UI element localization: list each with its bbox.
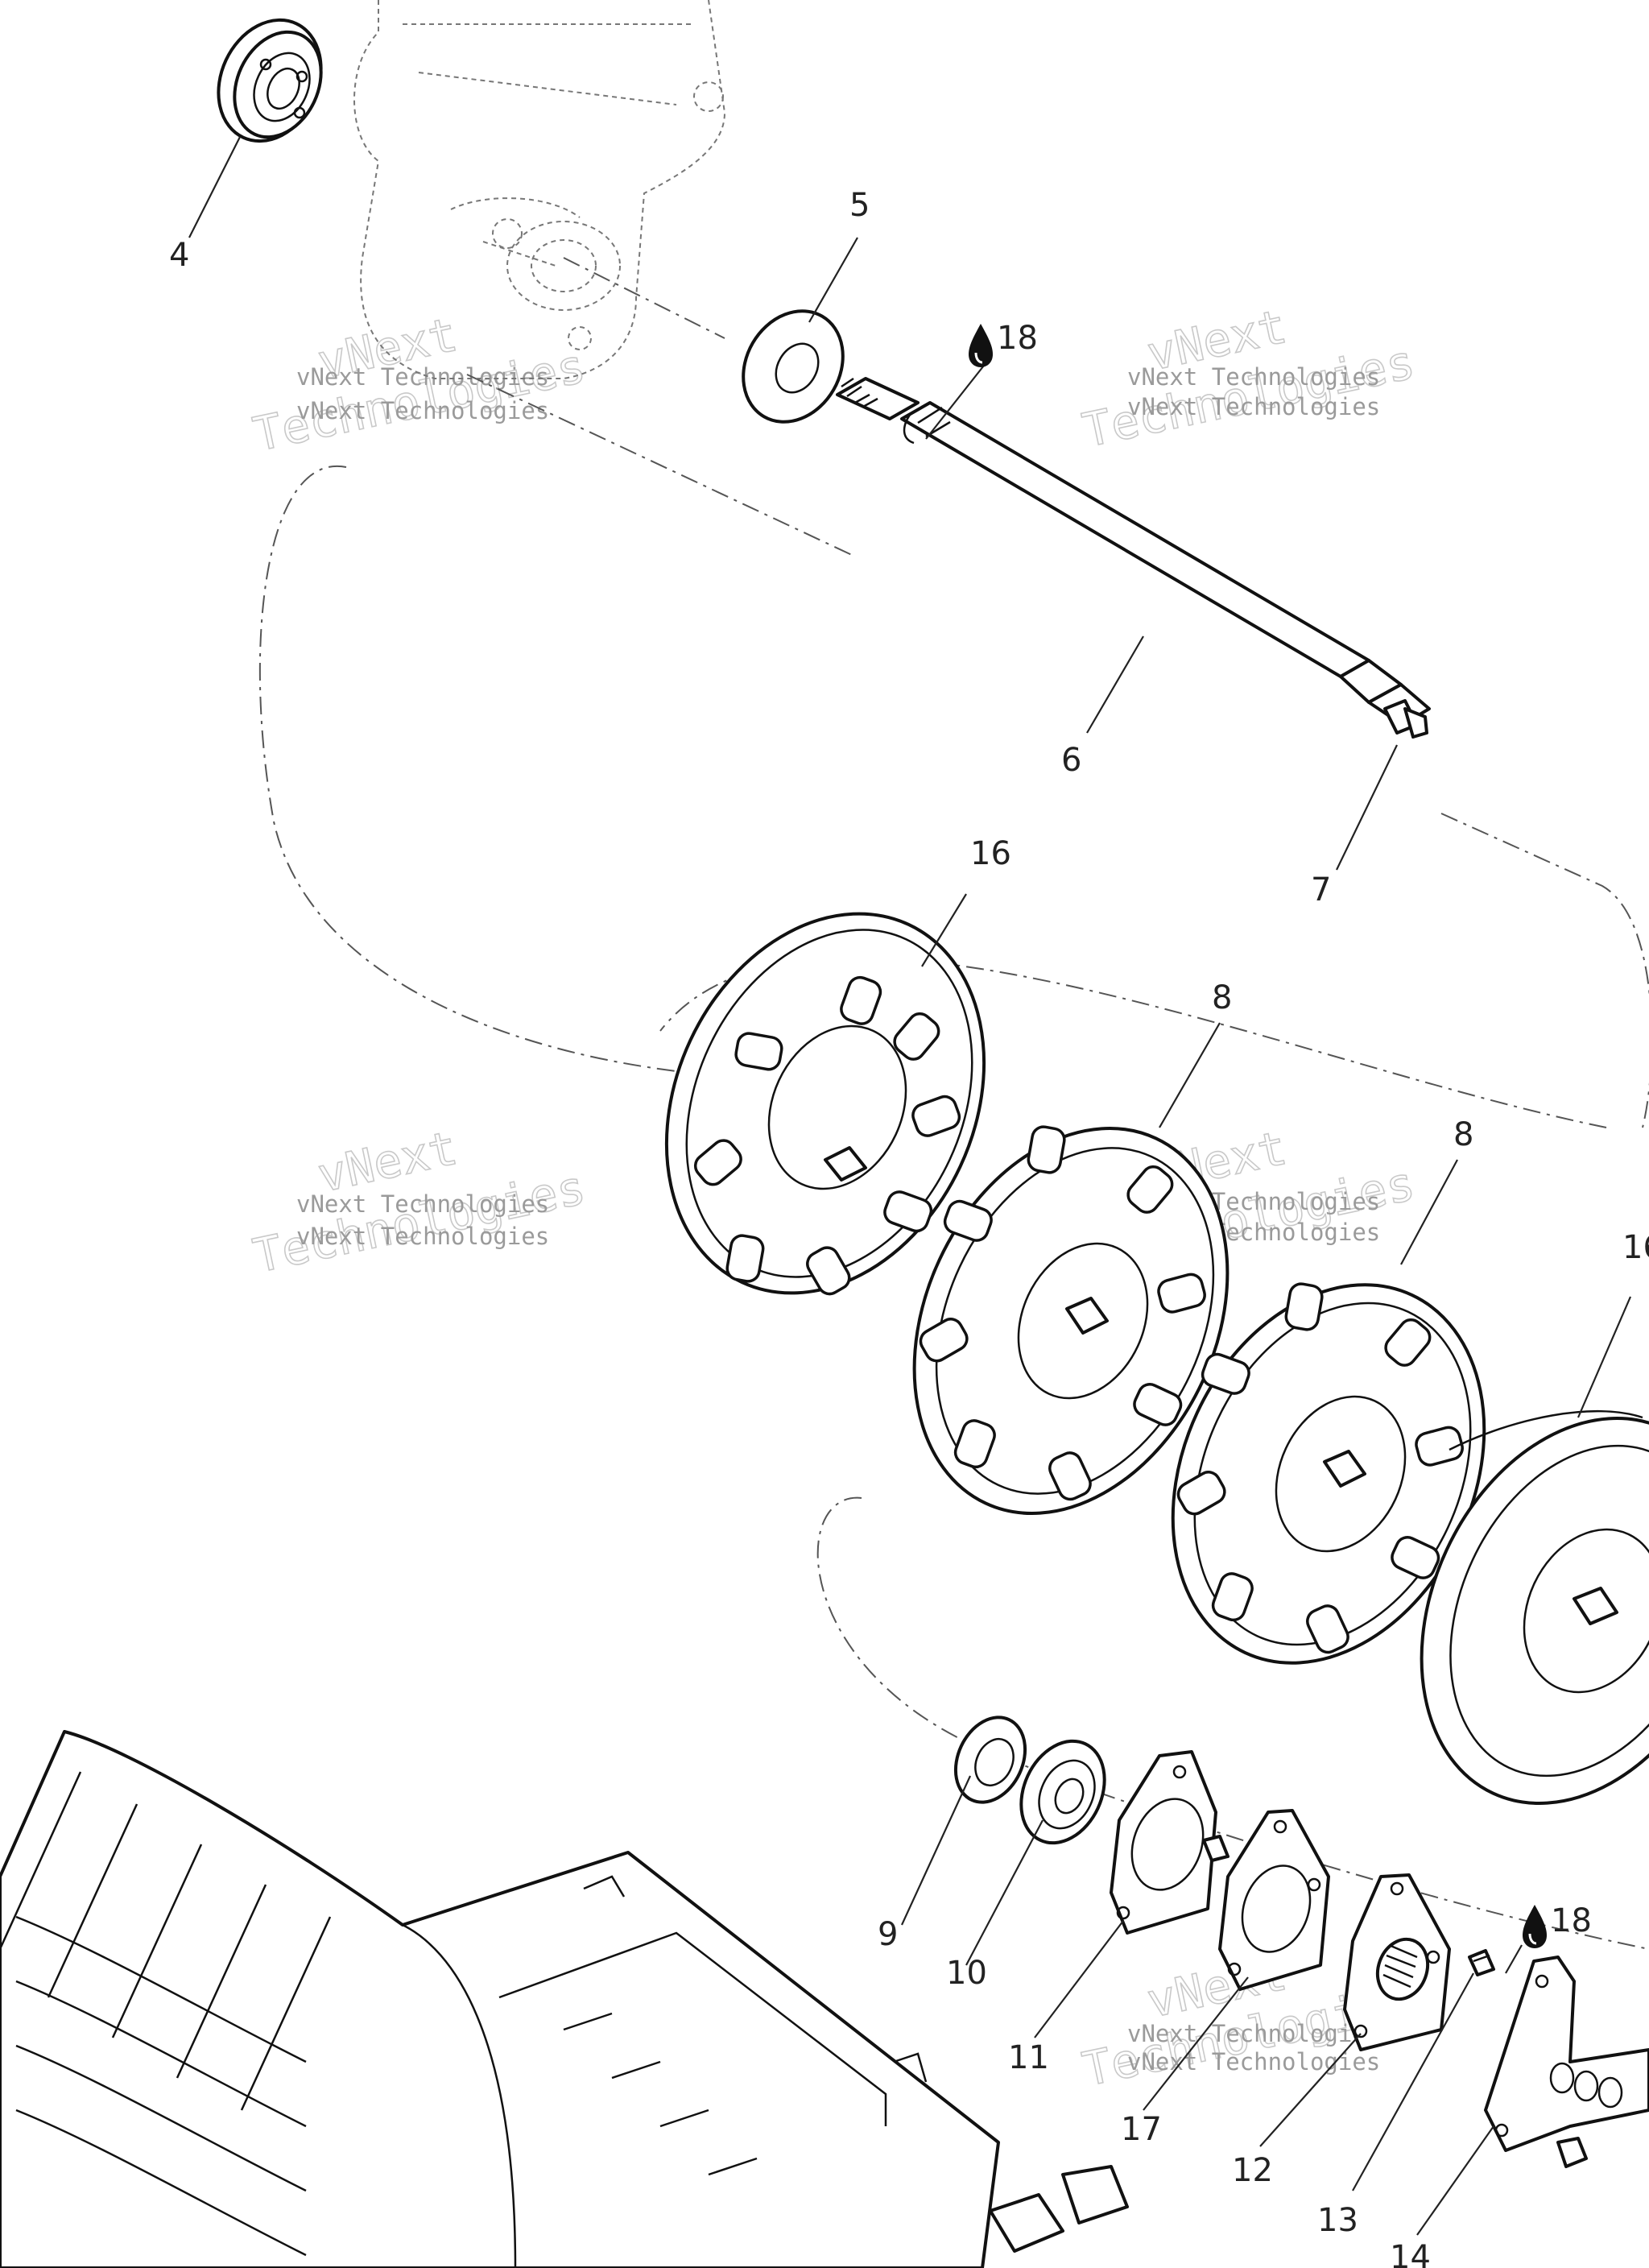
watermark-text: vNext Technologies [1127,393,1380,420]
sprocket-8-right [1171,1282,1486,1665]
watermark-top-right: vNext Technologies vNext Technologies vN… [1077,298,1420,458]
watermark-text: vNext Technologies [296,363,549,391]
leader-17 [1143,1976,1249,2111]
leader-14 [1416,2125,1494,2236]
leader-12 [1259,2033,1362,2147]
watermark-text: vNext Technologies [296,397,549,424]
callout-labels: 4 5 18 6 7 16 8 8 16 9 10 11 17 12 13 18… [169,187,1649,2268]
callout-16b: 16 [1622,1229,1649,1266]
leader-9 [901,1775,971,1926]
leader-18b [1505,1944,1523,1974]
callout-7: 7 [1311,871,1331,908]
watermark-text: vNext Technologies [296,1223,549,1250]
oil-drop-icon [969,324,993,367]
seal-part-9 [953,1715,1027,1804]
watermark-text: vNext Technologies [1127,363,1380,391]
track-assembly [0,1730,1129,2268]
leader-7 [1336,744,1398,871]
watermark-text: vNext Technologies [296,1190,549,1218]
leader-4 [188,136,241,238]
sprocket-8-middle [912,1125,1230,1516]
watermark-top-left: vNext Technologies vNext Technologies vN… [248,306,591,462]
drive-shaft-part-6 [836,377,1431,726]
cover-part-12 [1343,1873,1451,2051]
leader-13 [1352,1972,1474,2191]
sprocket-16-left [664,912,986,1296]
shaft-centerline [563,257,725,339]
leader-6 [1086,635,1144,734]
leader-lines [188,136,1632,2236]
callout-17: 17 [1121,2111,1162,2148]
callout-11: 11 [1008,2039,1049,2076]
callout-5: 5 [849,187,870,224]
plate-part-11 [1110,1750,1230,1935]
sprocket-16-right [1420,1409,1649,1806]
callout-9: 9 [878,1916,898,1953]
upper-centerline-loop [258,374,1649,1128]
callout-6: 6 [1061,742,1081,779]
clip-part-7 [1383,699,1428,739]
callout-4: 4 [169,237,189,274]
leader-10 [965,1819,1044,1966]
lower-centerline-loop [816,1496,1649,1950]
watermark-text: vNext Technologies [1127,2048,1380,2076]
callout-10: 10 [946,1955,987,1992]
callout-14: 14 [1390,2239,1431,2268]
leader-18a [925,362,987,440]
leader-16a [921,893,967,967]
leader-11 [1034,1920,1124,2038]
leader-5 [808,237,858,323]
bearing-part-4 [217,18,323,143]
callout-12: 12 [1232,2152,1273,2189]
centerlines [258,257,1649,1950]
bracket-part-14 [1484,1956,1649,2168]
callout-13: 13 [1317,2202,1358,2239]
leader-8b [1400,1159,1458,1265]
callout-18a: 18 [997,320,1038,357]
watermark-text: vNext Technologies [1127,2020,1380,2047]
washer-part-5 [742,309,845,424]
chaincase-housing-ghost [353,0,726,379]
fitting-part-13 [1468,1949,1495,1976]
callout-8a: 8 [1212,979,1232,1016]
callout-8b: 8 [1453,1116,1473,1153]
callout-16a: 16 [970,835,1011,872]
leader-8a [1159,1022,1221,1128]
watermark-mid-left: vNext Technologies vNext Technologies vN… [248,1120,591,1284]
gasket-part-17 [1218,1809,1330,1991]
callout-18b: 18 [1551,1902,1592,1939]
leader-16b [1577,1296,1632,1418]
bearing-part-10 [1019,1739,1106,1845]
oil-drop-icon [1523,1905,1547,1948]
